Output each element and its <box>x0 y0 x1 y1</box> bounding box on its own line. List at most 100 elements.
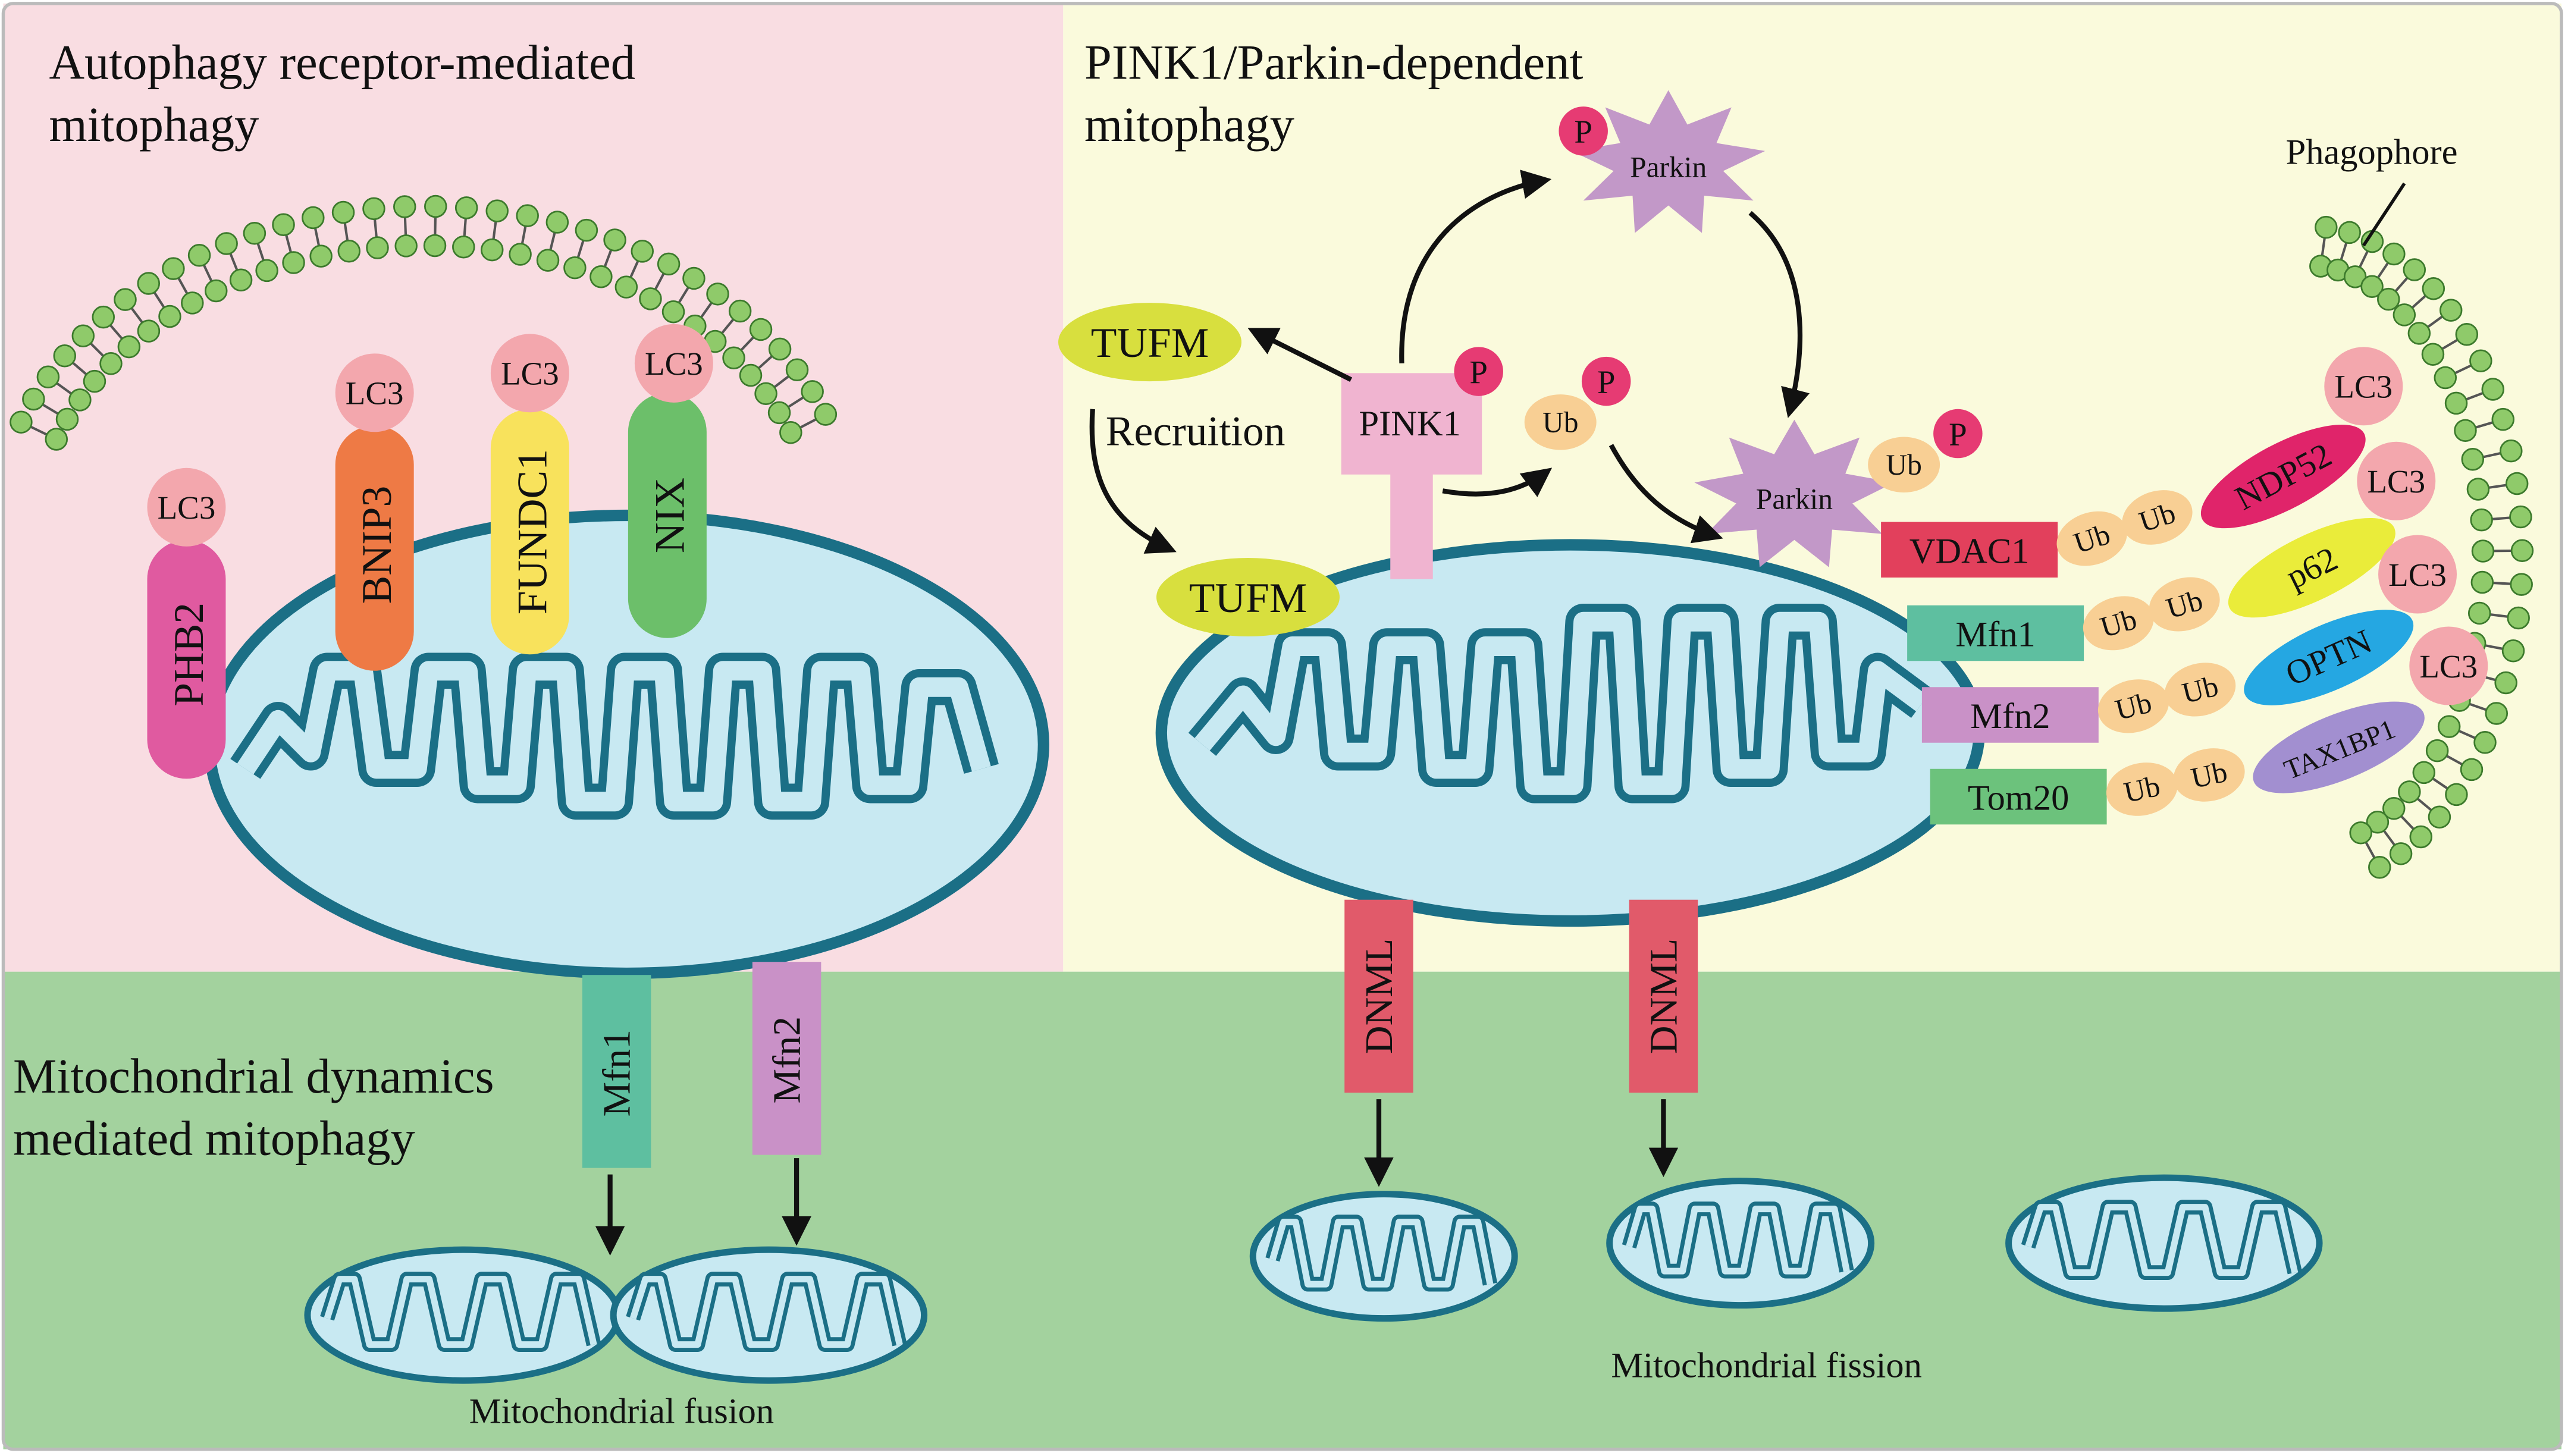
lipid-head <box>2421 343 2445 366</box>
lipid-head <box>728 299 752 323</box>
lipid-head <box>2403 258 2426 281</box>
lipid-head <box>590 265 613 288</box>
fundc1-label: FUNDC1 <box>509 449 556 614</box>
pink1-label: PINK1 <box>1359 404 1461 444</box>
ub-near-parkin-p-label: P <box>1949 416 1967 452</box>
lipid-head <box>657 252 681 276</box>
bnip3-label: BNIP3 <box>353 486 400 604</box>
lipid-head <box>362 197 385 221</box>
dnml-2-label: DNML <box>1642 939 1685 1054</box>
arrow-pink1-to-tufm <box>1247 328 1353 382</box>
receptor-title-line2: mitophagy <box>49 97 259 152</box>
lipid-head <box>2471 539 2495 563</box>
mfn2-fusion-bar: Mfn2 <box>752 962 821 1155</box>
tufm-bottom: TUFM <box>1156 558 1340 637</box>
lipid-head <box>181 291 204 315</box>
lipid-head <box>480 238 504 262</box>
fission-mito-2 <box>1606 1178 1875 1309</box>
left-mitochondrion <box>203 509 1049 980</box>
pink1-p-label: P <box>1469 354 1488 390</box>
lipid-head <box>366 236 389 259</box>
lipid-head <box>509 243 532 266</box>
ub-bead <box>2173 748 2245 802</box>
lipid-head <box>229 268 253 292</box>
parkin-bottom: Parkin <box>1694 419 1895 567</box>
lipid-head <box>2454 419 2477 443</box>
dnml-1-label: DNML <box>1357 939 1401 1054</box>
lipid-head <box>706 283 729 306</box>
pink1-protein: PINK1 P <box>1341 347 1503 579</box>
receptor-title-line1: Autophagy receptor-mediated <box>49 34 635 89</box>
ub-bead <box>2097 679 2169 733</box>
ub-bead <box>2122 490 2193 545</box>
substrate-label-0: VDAC1 <box>1909 531 2030 571</box>
receptor-bnip3: BNIP3 LC3 <box>335 353 414 671</box>
lipid-head <box>2393 303 2416 327</box>
nix-label: NIX <box>646 478 693 553</box>
mfn2-fusion-label: Mfn2 <box>766 1016 809 1104</box>
lc3-label-bnip3: LC3 <box>346 375 404 412</box>
parkin-top: Parkin P <box>1559 90 1766 233</box>
lipid-head <box>10 410 33 434</box>
lipid-head <box>2481 378 2504 401</box>
lipid-head <box>2469 349 2492 372</box>
ub-bead-label: Ub <box>2121 770 2163 809</box>
lipid-head <box>536 249 560 272</box>
lipid-head <box>71 324 95 347</box>
lipid-head <box>801 380 824 403</box>
lc3-bead-label: LC3 <box>2419 648 2478 685</box>
pink-title-line1: PINK1/Parkin-dependent <box>1084 34 1583 89</box>
ub-phospho-near-parkin: Ub P <box>1868 409 1983 493</box>
parkin-top-p-label: P <box>1574 114 1592 150</box>
lipid-head <box>22 387 45 411</box>
lc3-label-nix: LC3 <box>645 346 703 382</box>
phagophore-pointer <box>2362 182 2406 247</box>
lipid-head <box>682 266 706 290</box>
receptor-nix: NIX LC3 <box>628 324 713 638</box>
lipid-head <box>55 407 79 431</box>
lipid-head <box>768 337 792 361</box>
lipid-head <box>99 352 123 375</box>
lipid-head <box>117 335 141 359</box>
lipid-head <box>2315 215 2338 239</box>
arrow-pink1-to-ub <box>1442 467 1553 497</box>
lipid-head <box>2470 570 2494 594</box>
lipid-head <box>2422 277 2445 300</box>
ub-free: Ub P <box>1524 356 1631 450</box>
lipid-head <box>2510 573 2533 596</box>
lipid-head <box>92 305 115 329</box>
lc3-label-fundc1: LC3 <box>501 356 559 392</box>
lipid-head <box>2412 761 2436 785</box>
arrow-pink1-to-parkin <box>1399 170 1552 363</box>
lipid-head <box>754 382 777 406</box>
tufm-top-label: TUFM <box>1091 319 1209 366</box>
adaptor-ndp52 <box>2200 424 2366 529</box>
lipid-head <box>2460 758 2484 782</box>
lipid-head <box>243 222 266 245</box>
lipid-head <box>2409 825 2432 849</box>
parkin-top-label: Parkin <box>1630 150 1707 183</box>
lc3-bead <box>2324 347 2403 426</box>
lipid-head <box>2455 322 2479 346</box>
lipid-head <box>563 256 587 280</box>
lipid-head <box>137 272 161 295</box>
lipid-head <box>205 279 228 303</box>
lc3-bead <box>2378 535 2457 614</box>
lipid-head <box>2485 702 2509 725</box>
lipid-head <box>2360 275 2384 299</box>
lipid-head <box>45 428 68 451</box>
lipid-head <box>2366 810 2390 834</box>
substrate-vdac1 <box>1881 522 2058 578</box>
lipid-head <box>158 305 181 328</box>
lipid-head <box>2461 447 2485 471</box>
lipid-head <box>2398 780 2421 804</box>
ub-free-p-label: P <box>1597 363 1616 400</box>
lipid-head <box>749 318 773 341</box>
fission-caption: Mitochondrial fission <box>1611 1346 1921 1386</box>
fusion-caption: Mitochondrial fusion <box>469 1392 774 1432</box>
